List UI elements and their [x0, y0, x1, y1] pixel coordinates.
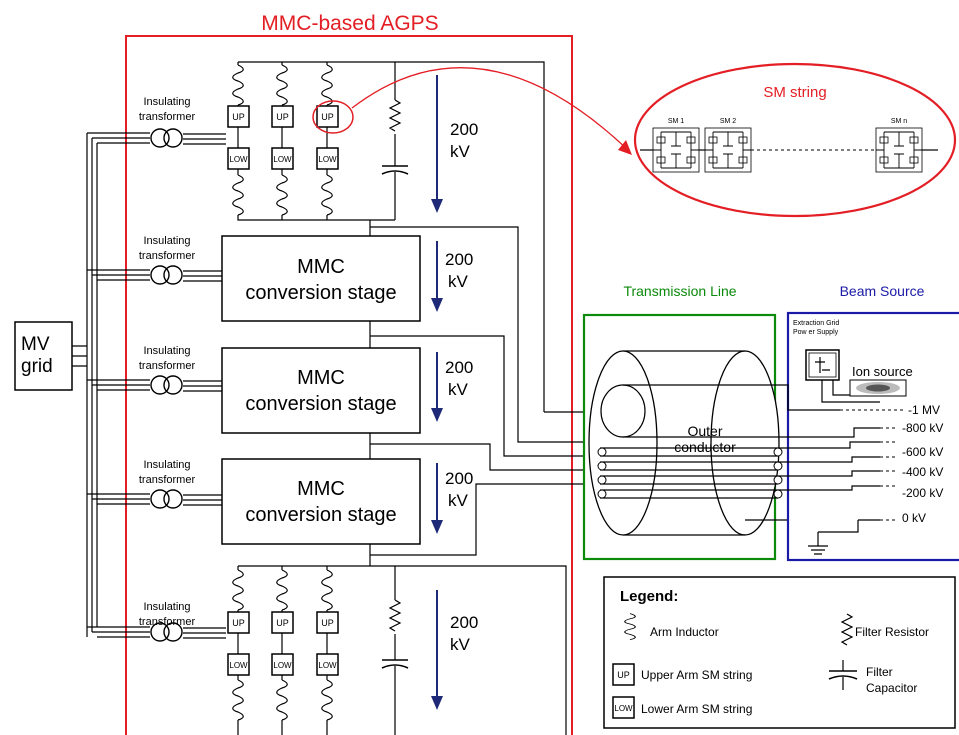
mmc-stage-title-3: MMC: [297, 478, 345, 500]
mmc-stage-box-3: [221, 458, 421, 545]
extraction-grid-supply: [805, 349, 880, 403]
low-label-3: LOW: [318, 155, 337, 164]
bottom-mmc-stage: [227, 565, 567, 735]
sm-pointer-arrowhead: [618, 140, 632, 155]
sm-string-callout: SM string SM 1 SM 2 SM n: [633, 62, 957, 218]
sm1-label: SM 1: [668, 118, 684, 125]
ion-source-label: Ion source: [852, 364, 913, 379]
sm-pointer-curve: [351, 67, 629, 151]
legend-title: Legend:: [620, 588, 678, 605]
mmc-stage-box-2: [221, 347, 421, 434]
legend-filter-resistor: Filter Resistor: [855, 625, 929, 639]
transformer-feeders: [87, 128, 226, 642]
legend-low-text: LOW: [614, 704, 633, 713]
legend-lower-arm: Lower Arm SM string: [641, 702, 752, 716]
up-label-4: UP: [232, 618, 245, 628]
arm-labels: UP UP UP LOW LOW LOW UP UP UP LOW LOW LO…: [229, 112, 337, 670]
legend-box: [603, 576, 956, 729]
low-label-1: LOW: [229, 155, 248, 164]
low-label-2: LOW: [273, 155, 292, 164]
voltage-levels: -1 MV -800 kV -600 kV -400 kV -200 kV 0 …: [902, 403, 943, 525]
legend-up-text: UP: [617, 670, 630, 680]
up-label-5: UP: [276, 618, 289, 628]
beam-source-title: Beam Source: [840, 283, 925, 299]
mmc-stage-title-1: MMC: [297, 256, 345, 278]
low-label-4: LOW: [229, 661, 248, 670]
sm-string-title: SM string: [763, 84, 826, 101]
ion-source: [849, 379, 907, 397]
up-label-3: UP: [321, 112, 334, 122]
legend-arm-inductor: Arm Inductor: [650, 625, 719, 639]
level-label-4: -400 kV: [902, 465, 943, 479]
level-label-1: -1 MV: [908, 403, 940, 417]
voltage-arrows: [431, 75, 443, 710]
sm-highlight-circle: [312, 100, 354, 134]
up-label-2: UP: [276, 112, 289, 122]
coaxial-cable: [588, 350, 783, 536]
low-label-5: LOW: [273, 661, 292, 670]
mmc-stage-subtitle-1: conversion stage: [245, 282, 396, 304]
legend-upper-arm: Upper Arm SM string: [641, 668, 752, 682]
level-label-3: -600 kV: [902, 445, 943, 459]
legend-capacitor-icon: [828, 660, 858, 690]
mv-grid-label: MV grid: [21, 334, 55, 377]
mmc-stage-box-1: [221, 235, 421, 322]
mv-grid-line2: grid: [21, 356, 53, 377]
smn-label: SM n: [891, 118, 907, 125]
up-label-6: UP: [321, 618, 334, 628]
top-mmc-stage: [227, 61, 545, 412]
low-label-6: LOW: [318, 661, 337, 670]
up-label-1: UP: [232, 112, 245, 122]
sm2-label: SM 2: [720, 118, 736, 125]
level-label-5: -200 kV: [902, 486, 943, 500]
level-label-2: -800 kV: [902, 421, 943, 435]
mv-grid-line1: MV: [21, 334, 50, 355]
level-label-6: 0 kV: [902, 511, 926, 525]
legend-up-icon: [612, 663, 635, 686]
agps-border: [125, 35, 573, 735]
mmc-stage-subtitle-3: conversion stage: [245, 504, 396, 526]
legend-low-icon: [612, 696, 635, 719]
mmc-stage-subtitle-2: conversion stage: [245, 393, 396, 415]
agps-title: MMC-based AGPS: [261, 12, 438, 35]
transmission-line-title: Transmission Line: [623, 283, 736, 299]
beam-lines: [770, 384, 906, 555]
mmc-stage-title-2: MMC: [297, 367, 345, 389]
